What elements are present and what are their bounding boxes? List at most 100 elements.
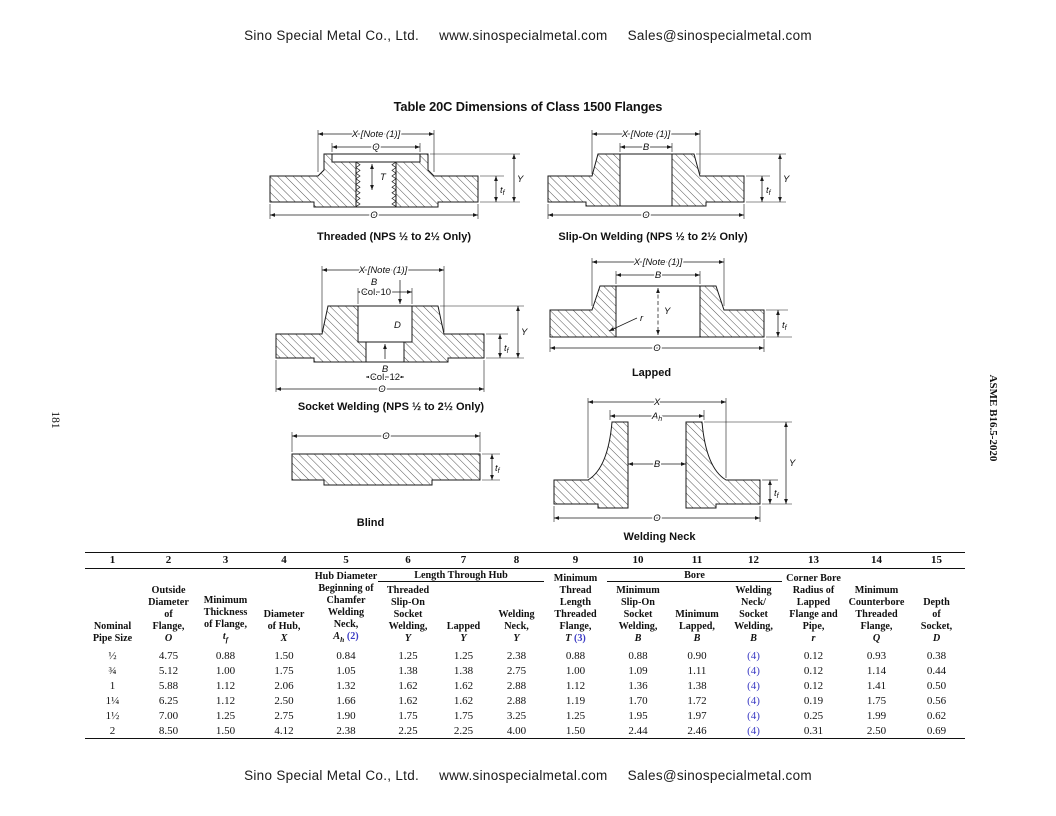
dim-label-x: X <box>653 397 661 408</box>
table-cell: 1.50 <box>215 724 236 737</box>
dim-label-tf: tf <box>782 320 788 332</box>
welding-neck-flange-drawing: X Ah B O tf Y <box>553 396 796 526</box>
company-name: Sino Special Metal Co., Ltd. <box>244 768 420 783</box>
table-cell: 0.19 <box>803 694 824 707</box>
dim-label-o: O <box>653 513 661 524</box>
dim-label-tf: tf <box>774 488 780 500</box>
dim-label-tf: tf <box>504 343 510 355</box>
table-cell: (4) <box>747 649 760 662</box>
table-cell: 1.95 <box>628 709 648 722</box>
table-cell: 0.44 <box>926 664 947 677</box>
group-header: Length Through Hub <box>378 568 544 583</box>
company-name: Sino Special Metal Co., Ltd. <box>244 28 420 43</box>
dim-label-b: B <box>654 459 661 470</box>
table-cell: 0.12 <box>803 679 824 692</box>
table-cell: 0.25 <box>803 709 824 722</box>
dim-label-x: X [Note (1)] <box>621 129 671 140</box>
figure-weldneck: X Ah B O tf Y Welding Neck <box>538 392 798 543</box>
table-cell: 0.56 <box>926 694 947 707</box>
table-cell: 1.32 <box>336 679 356 692</box>
table-cell: 1.50 <box>565 724 586 737</box>
table-cell: 1.97 <box>687 709 707 722</box>
table-cell: 1.38 <box>687 679 707 692</box>
table-cell: 1.75 <box>866 694 887 707</box>
table-cell: 1.12 <box>215 679 236 692</box>
table-cell: 2.38 <box>506 649 527 662</box>
figure-blind: O tf Blind <box>276 424 506 529</box>
page-footer: Sino Special Metal Co., Ltd.www.sinospec… <box>0 768 1056 783</box>
table-cell: 1.62 <box>453 679 474 692</box>
col-number: 5 <box>314 552 378 569</box>
table-cell: 1.66 <box>336 694 356 707</box>
threaded-flange-drawing: X [Note (1)] Q T O tf Y <box>269 128 524 223</box>
table-cell: 1.36 <box>628 679 648 692</box>
table-cell: 1.90 <box>336 709 356 722</box>
table-cell: 1.75 <box>453 709 474 722</box>
table-cell: 2.46 <box>687 724 707 737</box>
table-cell: 5.12 <box>158 664 179 677</box>
table-cell: 0.62 <box>926 709 947 722</box>
table-cell: 1.11 <box>687 664 707 677</box>
dim-label-o: O <box>382 431 390 442</box>
table-cell: 2.50 <box>274 694 294 707</box>
dim-label-b-col10: B <box>371 277 378 288</box>
table-cell: 1.38 <box>453 664 474 677</box>
company-website: www.sinospecialmetal.com <box>439 28 608 43</box>
table-cell: 0.12 <box>803 649 824 662</box>
col-number: 11 <box>669 552 725 569</box>
table-cell: 4.75 <box>158 649 179 662</box>
figure-caption: Socket Welding (NPS ½ to 2½ Only) <box>297 401 485 413</box>
dim-label-o: O <box>642 210 650 221</box>
table-cell: 5.88 <box>158 679 179 692</box>
col-number: 12 <box>725 552 782 569</box>
table-cell: (4) <box>747 709 760 722</box>
table-cell: (4) <box>747 679 760 692</box>
col-number: 2 <box>140 552 197 569</box>
dim-label-d: D <box>394 320 401 331</box>
table-cell: 0.88 <box>628 649 648 662</box>
table-cell: 1½ <box>105 709 120 722</box>
figure-caption: Threaded (NPS ½ to 2½ Only) <box>316 231 472 243</box>
table-cell: 1.72 <box>687 694 707 707</box>
table-cell: 1.09 <box>628 664 648 677</box>
table-cell: 0.38 <box>926 649 947 662</box>
dim-label-tf: tf <box>495 463 501 475</box>
dim-label-y: Y <box>517 174 524 185</box>
figure-threaded: X [Note (1)] Q T O tf Y Threaded (NPS ½ … <box>256 124 532 243</box>
table-cell: 1.12 <box>215 694 236 707</box>
table-cell: 2 <box>109 724 116 737</box>
table-cell: 2.44 <box>628 724 648 737</box>
figure-caption: Lapped <box>631 367 672 379</box>
dim-label-y: Y <box>521 327 528 338</box>
company-email: Sales@sinospecialmetal.com <box>627 28 812 43</box>
table-cell: 2.38 <box>336 724 356 737</box>
col-number: 6 <box>378 552 438 569</box>
blind-flange-drawing: O tf <box>291 430 501 486</box>
table-cell: 0.93 <box>866 649 887 662</box>
dim-label-col10: Col. 10 <box>361 287 391 298</box>
col-number: 13 <box>782 552 845 569</box>
table-cell: ¾ <box>108 664 117 677</box>
table-cell: 2.25 <box>398 724 418 737</box>
table-cell: (4) <box>747 694 760 707</box>
table-cell: 1.05 <box>336 664 356 677</box>
dim-label-b: B <box>643 142 650 153</box>
table-cell: 2.50 <box>866 724 887 737</box>
dim-label-r: r <box>640 313 644 324</box>
table-cell: 1.14 <box>866 664 887 677</box>
table-cell: 1.25 <box>565 709 586 722</box>
standard-label: ASME B16.5-2020 <box>987 374 999 462</box>
